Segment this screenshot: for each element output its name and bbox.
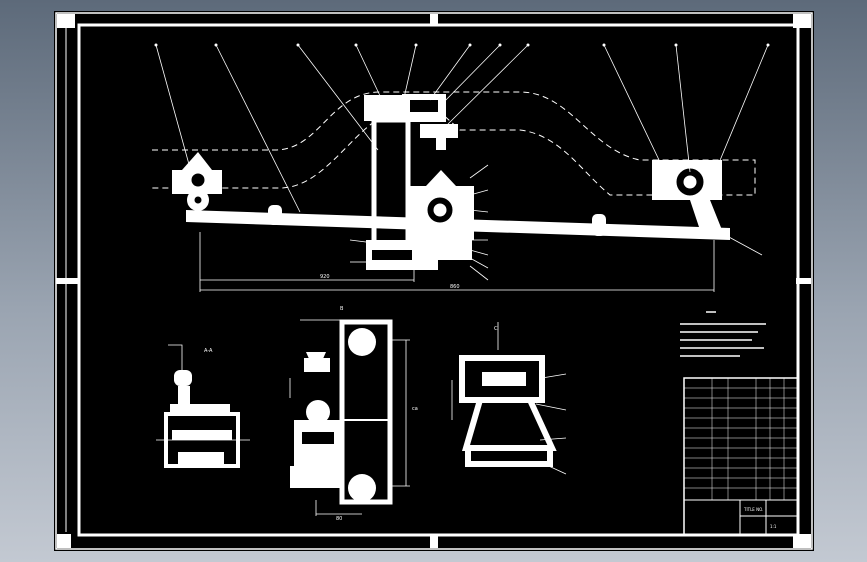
title-block-name: TITLE NO. — [743, 507, 763, 512]
main-dimensions — [199, 232, 715, 292]
right-clamp — [652, 160, 722, 236]
view-label-right: C — [494, 326, 498, 332]
central-column — [364, 94, 458, 270]
leader-lines — [155, 44, 769, 281]
main-view — [152, 43, 770, 292]
view-label-left: A-A — [204, 348, 213, 354]
dim-short: 920 — [320, 274, 330, 280]
right-view — [451, 322, 567, 475]
view-label-center: B — [340, 306, 344, 312]
dim-center-height: ca — [412, 406, 418, 412]
part-balloons — [154, 43, 770, 47]
dim-center-width: 80 — [336, 516, 342, 522]
left-clamp — [172, 152, 222, 211]
technical-notes — [680, 311, 766, 357]
center-view — [289, 319, 410, 516]
arm-lug-left — [268, 205, 282, 225]
gear-box — [410, 170, 474, 260]
dim-long: 860 — [450, 284, 460, 290]
left-section-view — [156, 344, 250, 468]
centering-marks — [56, 14, 811, 548]
arm-lug-right — [592, 214, 606, 236]
title-block — [683, 377, 799, 536]
title-block-code: 1:1 — [770, 524, 777, 529]
